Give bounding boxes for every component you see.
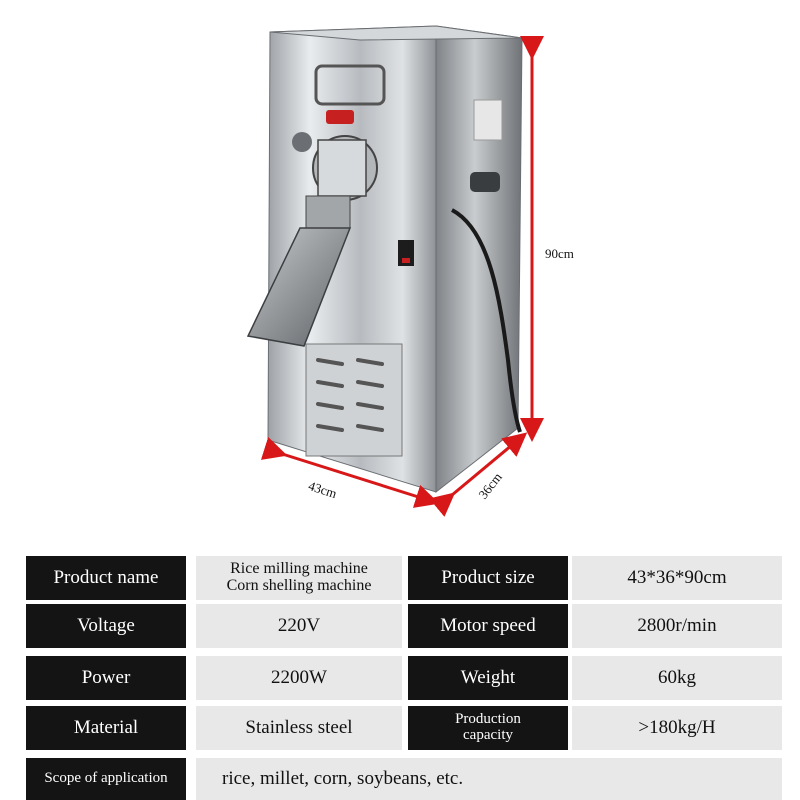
label-plate <box>473 99 503 141</box>
product-name-value: Rice milling machine Corn shelling machi… <box>196 556 402 600</box>
voltage-value: 220V <box>196 604 402 648</box>
weight-value: 60kg <box>572 656 782 700</box>
grate-panel <box>305 195 351 229</box>
spec-table: Product name Rice milling machine Corn s… <box>0 552 800 800</box>
width-arrow <box>260 436 440 508</box>
depth-arrow <box>429 432 528 517</box>
weight-label: Weight <box>408 656 568 700</box>
capacity-label: Production capacity <box>408 706 568 750</box>
product-size-value: 43*36*90cm <box>572 556 782 600</box>
motor-speed-label: Motor speed <box>408 604 568 648</box>
height-label: 90cm <box>545 246 574 261</box>
output-chute <box>246 227 352 347</box>
material-value: Stainless steel <box>196 706 402 750</box>
scope-value: rice, millet, corn, soybeans, etc. <box>196 758 782 800</box>
product-name-label: Product name <box>26 556 186 600</box>
voltage-label: Voltage <box>26 604 186 648</box>
product-size-label: Product size <box>408 556 568 600</box>
motor-speed-value: 2800r/min <box>572 604 782 648</box>
power-value: 2200W <box>196 656 402 700</box>
product-photo: 90cm 43cm 36cm <box>246 25 574 517</box>
cabinet-side <box>435 25 523 494</box>
power-label: Power <box>26 656 186 700</box>
capacity-value: >180kg/H <box>572 706 782 750</box>
scope-label: Scope of application <box>26 758 186 800</box>
side-vent <box>470 172 500 192</box>
power-cord <box>451 208 522 433</box>
vent-slots <box>316 358 384 432</box>
machine-illustration <box>246 25 544 517</box>
red-handle <box>326 110 354 124</box>
material-label: Material <box>26 706 186 750</box>
top-window <box>314 64 386 106</box>
